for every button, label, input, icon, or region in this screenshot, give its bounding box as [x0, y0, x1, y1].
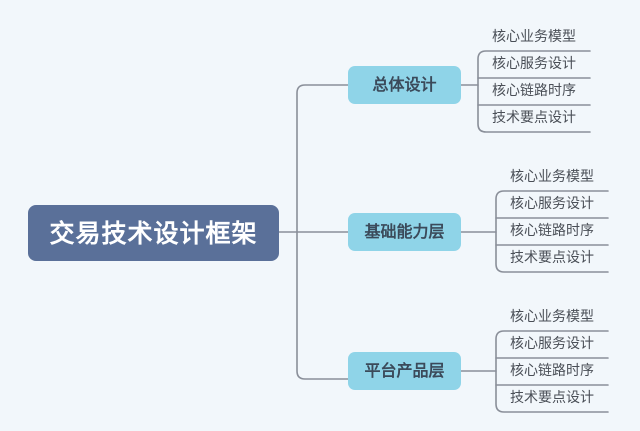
branch-node-platform-product-layer[interactable]: 平台产品层	[348, 352, 461, 390]
leaf-item-label: 技术要点设计	[510, 249, 594, 266]
leaf-group-platform-product-layer: 核心业务模型 核心服务设计 核心链路时序 技术要点设计	[496, 304, 608, 412]
leaf-group-overall-design: 核心业务模型 核心服务设计 核心链路时序 技术要点设计	[478, 24, 590, 132]
root-node-label: 交易技术设计框架	[49, 218, 258, 248]
leaf-item[interactable]: 技术要点设计	[496, 245, 608, 272]
leaf-item[interactable]: 核心业务模型	[496, 164, 608, 191]
leaf-item[interactable]: 核心业务模型	[478, 24, 590, 51]
branch-node-overall-design[interactable]: 总体设计	[348, 66, 461, 104]
branch-node-label: 总体设计	[372, 75, 437, 94]
leaf-item-label: 核心业务模型	[492, 28, 576, 45]
branch-node-label: 平台产品层	[364, 361, 445, 380]
leaf-item-label: 核心链路时序	[510, 222, 594, 239]
leaf-item[interactable]: 核心服务设计	[478, 51, 590, 78]
leaf-item-label: 技术要点设计	[492, 109, 576, 126]
leaf-item[interactable]: 技术要点设计	[478, 105, 590, 132]
leaf-item[interactable]: 核心链路时序	[478, 78, 590, 105]
leaf-item-label: 核心业务模型	[510, 308, 594, 325]
leaf-item-label: 核心服务设计	[510, 195, 594, 212]
leaf-item[interactable]: 核心服务设计	[496, 331, 608, 358]
leaf-item-label: 核心链路时序	[510, 362, 594, 379]
leaf-item-label: 核心服务设计	[492, 55, 576, 72]
leaf-item-label: 核心链路时序	[492, 82, 576, 99]
connector-branch-2-spine	[495, 330, 609, 413]
leaf-item[interactable]: 核心服务设计	[496, 191, 608, 218]
leaf-item[interactable]: 核心链路时序	[496, 358, 608, 385]
leaf-item-label: 技术要点设计	[510, 389, 594, 406]
leaf-item[interactable]: 核心业务模型	[496, 304, 608, 331]
leaf-item[interactable]: 核心链路时序	[496, 218, 608, 245]
branch-node-label: 基础能力层	[364, 222, 445, 241]
connector-branch-1-spine	[495, 190, 609, 273]
connector-branch-0-spine	[477, 50, 591, 133]
leaf-group-foundation-capability-layer: 核心业务模型 核心服务设计 核心链路时序 技术要点设计	[496, 164, 608, 272]
leaf-item-label: 核心服务设计	[510, 335, 594, 352]
root-node[interactable]: 交易技术设计框架	[28, 205, 279, 261]
leaf-item[interactable]: 技术要点设计	[496, 385, 608, 412]
leaf-item-label: 核心业务模型	[510, 168, 594, 185]
branch-node-foundation-capability-layer[interactable]: 基础能力层	[348, 213, 461, 251]
